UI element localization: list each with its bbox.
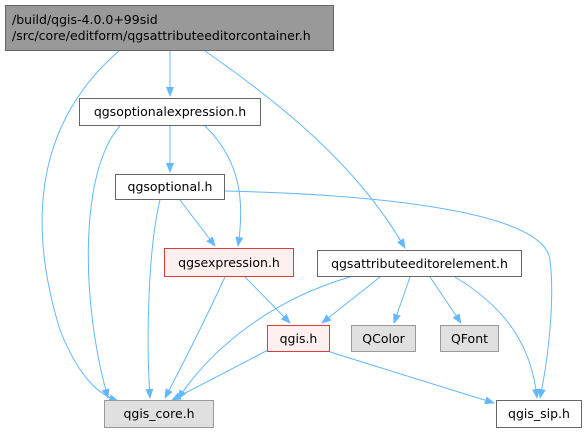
- edge-attributeeditorelement-to-core: [177, 276, 351, 400]
- edge-qgis-to-core: [171, 349, 269, 401]
- edge-optional-to-expression: [179, 199, 216, 247]
- edge-optionalexpression-to-expression: [204, 125, 244, 247]
- node-qgis-core[interactable]: qgis_core.h: [104, 400, 214, 428]
- edge-optional-to-core: [145, 199, 161, 399]
- edge-expression-to-core: [164, 276, 226, 399]
- node-qgsoptional[interactable]: qgsoptional.h: [115, 174, 225, 200]
- edge-root-to-attributeeditorelement: [204, 50, 406, 249]
- node-qgsattributeeditorelement[interactable]: qgsattributeeditorelement.h: [317, 250, 522, 277]
- edge-qgis-to-sip: [329, 351, 495, 405]
- node-qgis-h[interactable]: qgis.h: [267, 325, 330, 352]
- edge-attributeeditorelement-to-qfont: [429, 276, 462, 324]
- root-path-line1: /build/qgis-4.0.0+99sid: [12, 12, 158, 27]
- node-root-file[interactable]: /build/qgis-4.0.0+99sid /src/core/editfo…: [5, 5, 334, 51]
- node-qcolor[interactable]: QColor: [351, 325, 416, 352]
- edge-root-to-core: [41, 49, 121, 402]
- root-path-line2: /src/core/editform/qgsattributeeditorcon…: [12, 28, 311, 43]
- edge-attributeeditorelement-to-qcolor: [393, 276, 411, 324]
- node-qgsoptionalexpression[interactable]: qgsoptionalexpression.h: [79, 98, 261, 126]
- node-qfont[interactable]: QFont: [440, 325, 499, 352]
- node-qgis-sip[interactable]: qgis_sip.h: [496, 400, 582, 428]
- edge-optional-to-sip: [224, 190, 553, 399]
- edge-optionalexpression-to-core: [87, 125, 121, 399]
- edge-expression-to-qgis: [244, 276, 291, 324]
- edge-attributeeditorelement-to-sip: [454, 276, 541, 399]
- edge-attributeeditorelement-to-qgis: [321, 276, 381, 324]
- node-qgsexpression[interactable]: qgsexpression.h: [164, 248, 294, 277]
